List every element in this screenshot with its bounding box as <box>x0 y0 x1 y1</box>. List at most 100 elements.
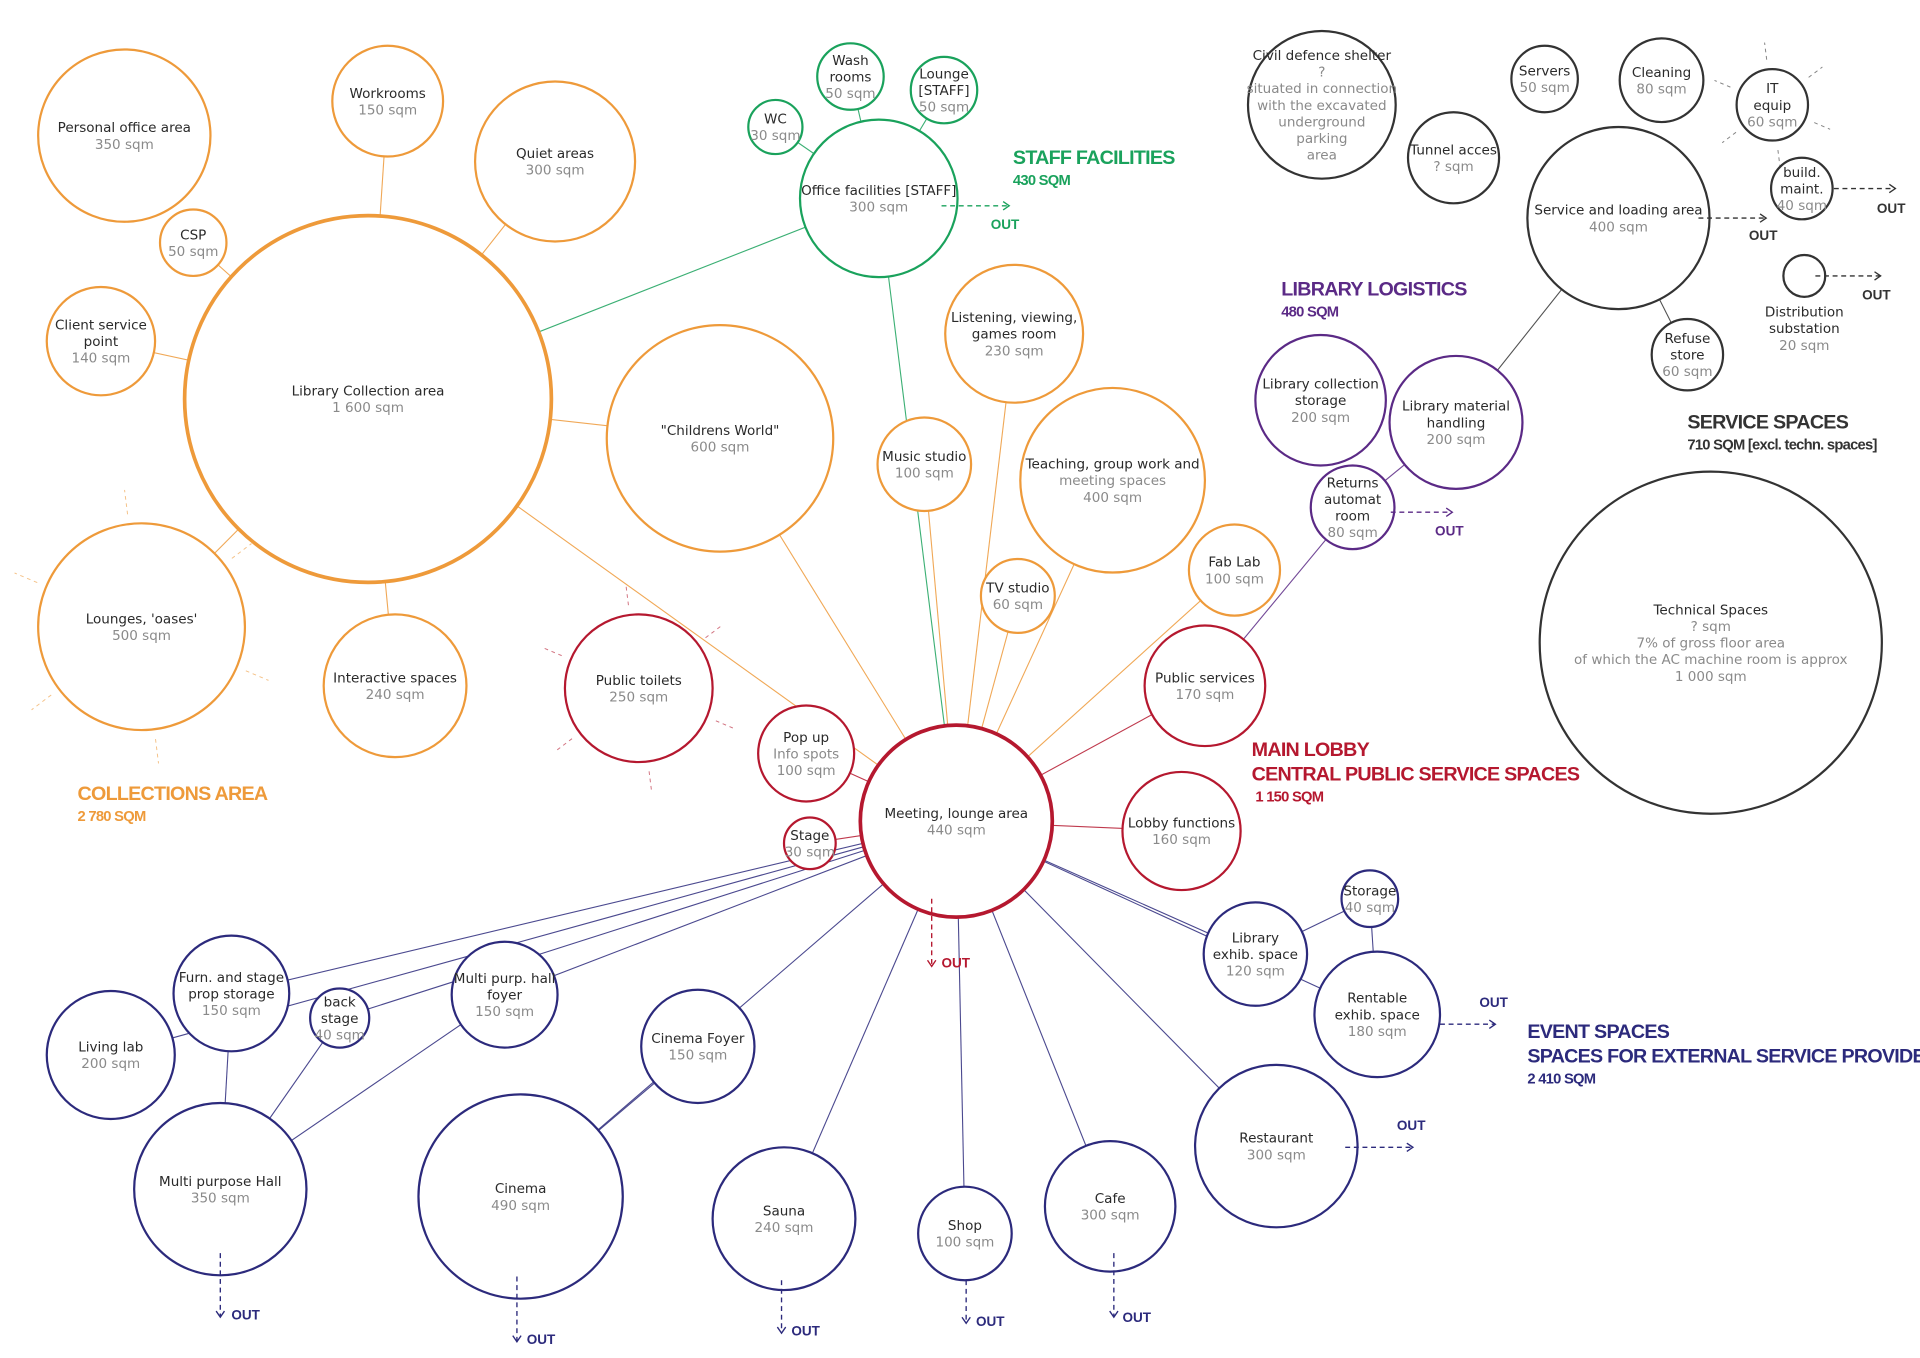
space-name: room <box>1335 509 1370 525</box>
space-area: 140 sqm <box>71 351 130 367</box>
out-arrow-loading: OUT <box>1698 213 1778 243</box>
space-name: Library Collection area <box>292 384 445 400</box>
space-name: rooms <box>829 69 871 85</box>
space-lounge_staff[interactable]: Lounge[STAFF]50 sqm <box>909 55 979 125</box>
space-name: IT <box>1766 81 1779 97</box>
space-area: 150 sqm <box>202 1003 261 1019</box>
space-name: Multi purpose Hall <box>159 1174 281 1190</box>
out-label: OUT <box>231 1308 260 1323</box>
out-arrow-distribution: OUT <box>1815 271 1891 302</box>
bubble-circle <box>417 1093 624 1300</box>
space-buildmaint[interactable]: build.maint.40 sqm <box>1769 156 1834 221</box>
arrowhead-icon <box>961 1316 971 1325</box>
space-area: 150 sqm <box>358 102 417 118</box>
ray-mark <box>245 670 269 681</box>
ray-mark <box>541 646 562 657</box>
bubble-circle <box>917 1185 1013 1282</box>
space-name: back <box>324 994 356 1010</box>
arrowhead-icon <box>1406 1142 1415 1153</box>
space-name: Service and loading area <box>1534 203 1702 219</box>
space-name: Library material <box>1402 399 1510 415</box>
bubble-circle <box>757 704 856 803</box>
out-arrow-restaurant: OUT <box>1345 1118 1426 1153</box>
space-name: build. <box>1783 165 1821 181</box>
bubble-circle <box>37 48 212 223</box>
space-area: 60 sqm <box>993 597 1043 613</box>
space-lounges[interactable]: Lounges, 'oases'500 sqm <box>37 522 247 732</box>
space-name: Living lab <box>78 1040 143 1056</box>
bubble-circle <box>747 98 804 156</box>
space-area: 50 sqm <box>825 86 875 102</box>
space-civil[interactable]: Civil defence shelter?situated in connec… <box>1247 29 1398 180</box>
out-arrow-rentable: OUT <box>1440 995 1509 1029</box>
bubble-circle <box>782 816 837 871</box>
space-name: Rentable <box>1347 991 1407 1007</box>
space-area: 300 sqm <box>526 163 585 179</box>
space-office[interactable]: Office facilities [STAFF]300 sqm <box>798 118 959 279</box>
ray-mark <box>1714 79 1731 88</box>
space-childrens[interactable]: "Childrens World"600 sqm <box>605 324 835 553</box>
bubble-circle <box>944 263 1085 404</box>
out-label: OUT <box>976 1314 1005 1329</box>
bubble-circle <box>1510 44 1579 114</box>
space-area: 400 sqm <box>1589 219 1648 235</box>
space-area: area <box>1307 148 1337 164</box>
arrowhead-icon <box>926 959 937 968</box>
space-area: 100 sqm <box>895 465 954 481</box>
space-name: Sauna <box>763 1203 805 1219</box>
space-tunnel[interactable]: Tunnel acces? sqm <box>1406 111 1501 205</box>
out-label: OUT <box>942 956 971 971</box>
space-area: ? <box>1318 65 1325 81</box>
space-area: 490 sqm <box>491 1198 550 1214</box>
bubble-circle <box>858 723 1055 920</box>
out-label: OUT <box>1435 524 1464 539</box>
space-area: 230 sqm <box>985 343 1044 359</box>
